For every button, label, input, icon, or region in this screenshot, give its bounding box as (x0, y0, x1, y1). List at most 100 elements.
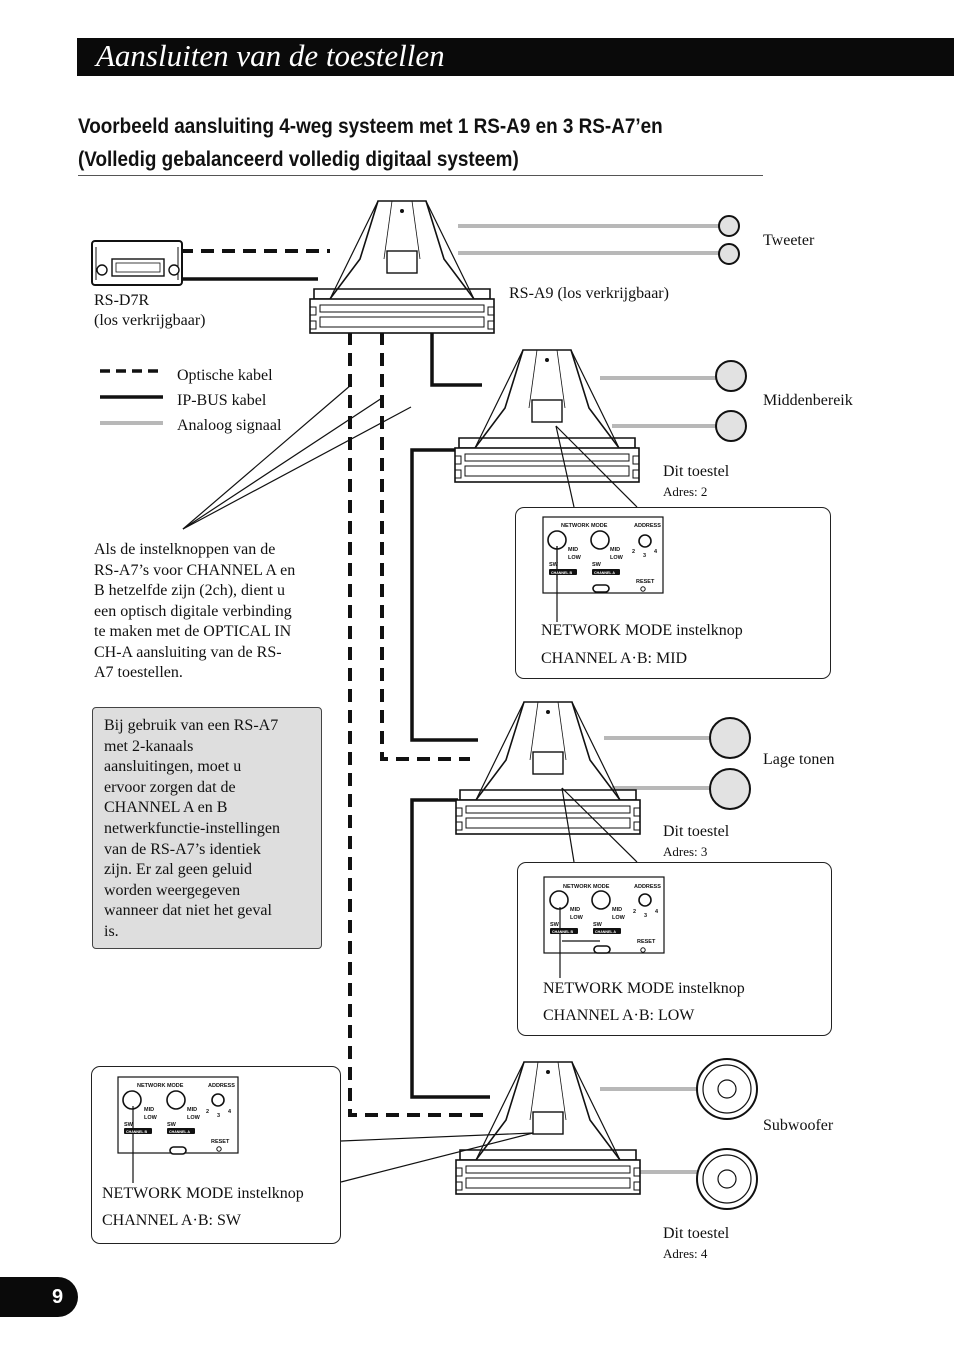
page-number: 9 (52, 1286, 64, 1308)
panel-reset-sw: RESET (211, 1139, 230, 1145)
note-line: te maken met de OPTICAL IN (94, 623, 292, 640)
unit4-label: Dit toestel (663, 1225, 730, 1242)
note-line: B hetzelfde zijn (2ch), dient u (94, 582, 286, 599)
amplifier-unit-4 (455, 1061, 641, 1195)
panel-mid-c: MID (570, 907, 580, 913)
unit2-mode-label: NETWORK MODE instelknop (541, 622, 743, 639)
panel-low-f: LOW (187, 1115, 201, 1121)
panel-num2-mid: 2 (632, 549, 635, 555)
panel-low-a: LOW (568, 555, 582, 561)
legend-samples (100, 369, 163, 425)
warning-line: ervoor zorgen dat de (104, 778, 236, 796)
warning-line: van de RS-A7’s identiek (104, 840, 261, 858)
note-line: Als de instelknoppen van de (94, 541, 276, 558)
panel-low-d: LOW (612, 915, 626, 921)
unit3-address: Adres: 3 (663, 844, 708, 859)
panel-low-e: LOW (144, 1115, 158, 1121)
panel-network-mode-sw: NETWORK MODE (137, 1083, 184, 1089)
panel-num3-mid: 3 (643, 553, 646, 559)
panel-low-b: LOW (610, 555, 624, 561)
tweeter-label: Tweeter (763, 232, 815, 249)
note-line: RS-A7’s voor CHANNEL A en (94, 561, 296, 579)
panel-sw-b: SW (592, 562, 602, 568)
note-line: CH-A aansluiting van de RS- (94, 643, 282, 661)
woofer-speaker-icon (709, 717, 751, 810)
ipbus-lines (180, 277, 490, 1099)
legend-analog: Analoog signaal (177, 417, 282, 434)
warning-line: aansluitingen, moet u (104, 758, 242, 776)
low-label: Lage tonen (763, 751, 835, 768)
note-line: A7 toestellen. (94, 664, 183, 681)
heading-rule (78, 175, 763, 176)
panel-sw-f: SW (167, 1122, 177, 1128)
panel-channel-a-low: CHANNEL A (595, 930, 616, 934)
head-unit-icon (91, 240, 183, 286)
note-line: een optisch digitale verbinding (94, 602, 292, 620)
tweeter-speaker-icon (718, 215, 740, 265)
panel-mid-b: MID (610, 547, 620, 553)
panel-num4-sw: 4 (228, 1109, 232, 1115)
panel-num4-low: 4 (655, 909, 659, 915)
panel-num4-mid: 4 (654, 549, 658, 555)
selector-pointer-lines (132, 546, 600, 1183)
title-bar (77, 38, 954, 76)
panel-sw-a: SW (549, 562, 559, 568)
midrange-label: Middenbereik (763, 392, 853, 409)
processor-label: RS-A9 (los verkrijgbaar) (509, 285, 669, 302)
panel-reset-mid: RESET (636, 579, 655, 585)
panel-network-mode-low: NETWORK MODE (563, 884, 610, 890)
page-title: Aansluiten van de toestellen (96, 38, 445, 73)
panel-sw-d: SW (593, 922, 603, 928)
unit3-label: Dit toestel (663, 823, 730, 840)
note-pointer-lines (182, 384, 412, 530)
head-unit-name: RS-D7R (94, 292, 150, 309)
subwoofer-speaker-icon (696, 1058, 758, 1210)
panel-channel-tags (124, 569, 621, 1134)
analog-lines (458, 224, 719, 1174)
unit4-address: Adres: 4 (663, 1246, 708, 1261)
warning-line: Bij gebruik van een RS-A7 (104, 717, 279, 734)
warning-line: CHANNEL A en B (104, 799, 228, 817)
panel-num2-low: 2 (633, 909, 636, 915)
section-heading: Voorbeeld aansluiting 4-weg systeem met … (78, 110, 699, 176)
panel-mid-d: MID (612, 907, 622, 913)
panel-mid-e: MID (144, 1107, 154, 1113)
amplifier-rs-a9 (309, 200, 495, 334)
warning-line: is. (104, 922, 119, 940)
warning-line: netwerkfunctie-instellingen (104, 819, 280, 837)
panel-channel-b-low: CHANNEL B (552, 930, 574, 934)
warning-line: wanneer dat niet het geval (104, 902, 272, 920)
unit4-channel-setting: CHANNEL A·B: SW (102, 1212, 241, 1229)
warning-line: met 2-kanaals (104, 737, 194, 755)
head-unit-note: (los verkrijgbaar) (94, 312, 206, 329)
panel-channel-a-sw: CHANNEL A (169, 1130, 190, 1134)
panel-mid-a: MID (568, 547, 578, 553)
subwoofer-label: Subwoofer (763, 1117, 834, 1134)
panel-address-sw: ADDRESS (208, 1083, 235, 1089)
panel-num3-sw: 3 (217, 1113, 220, 1119)
panel-low-c: LOW (570, 915, 584, 921)
warning-box (92, 707, 322, 949)
unit2-channel-setting: CHANNEL A·B: MID (541, 650, 688, 667)
optical-note: Als de instelknoppen van de RS-A7’s voor… (94, 540, 334, 684)
panel-network-mode-mid: NETWORK MODE (561, 523, 608, 529)
section-heading-line1: Voorbeeld aansluiting 4-weg systeem met … (78, 115, 663, 138)
unit3-mode-label: NETWORK MODE instelknop (543, 980, 745, 997)
unit3-channel-setting: CHANNEL A·B: LOW (543, 1007, 695, 1024)
legend-ipbus: IP-BUS kabel (177, 392, 267, 409)
amplifier-unit-3 (455, 701, 641, 835)
section-heading-line2: (Volledig gebalanceerd volledig digitaal… (78, 148, 519, 171)
warning-line: zijn. Er zal geen geluid (104, 861, 252, 879)
warning-text: Bij gebruik van een RS-A7 met 2-kanaals … (104, 716, 280, 943)
panel-knobs (122, 530, 652, 1155)
panel-address-low: ADDRESS (634, 884, 661, 890)
panel-sw-e: SW (124, 1122, 134, 1128)
panel-mid-f: MID (187, 1107, 197, 1113)
panel-channel-a-mid: CHANNEL A (594, 571, 615, 575)
panel-num3-low: 3 (644, 913, 647, 919)
unit2-label: Dit toestel (663, 463, 730, 480)
panel-num2-sw: 2 (206, 1109, 209, 1115)
panel-reset-low: RESET (637, 939, 656, 945)
unit2-address: Adres: 2 (663, 484, 708, 499)
